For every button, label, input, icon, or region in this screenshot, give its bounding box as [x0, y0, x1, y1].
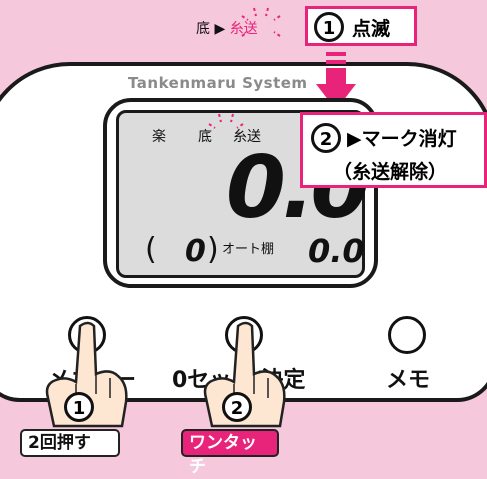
lcd-counter: 0 — [185, 234, 206, 269]
lcd-mode-bottom: 底 — [198, 129, 212, 145]
top-indicator: 底 ▶ 糸送 — [196, 18, 258, 38]
lcd-shelf-value: 0.0 — [308, 232, 365, 270]
lcd-paren-open: ( — [145, 232, 157, 267]
lcd-mode-linefeed: 糸送 — [233, 129, 261, 145]
mark-off-text: ▶マーク消灯 — [347, 128, 457, 150]
arrow-icon: ▶ — [214, 21, 226, 37]
memo-button-label: メモ — [386, 368, 431, 393]
step2-callout: 2 ▶マーク消灯 （糸送解除） — [300, 112, 487, 188]
step2-number: 2 — [311, 123, 341, 153]
lcd-paren-close: ) — [207, 232, 219, 267]
one-touch-tag: ワンタッチ — [181, 429, 279, 477]
lcd-mode-easy: 楽 — [152, 129, 166, 145]
step1-callout: 1 点滅 — [305, 6, 417, 46]
memo-button[interactable] — [388, 316, 426, 354]
press-twice-tag: 2回押す — [20, 429, 120, 457]
bottom-label: 底 — [196, 21, 210, 37]
step1-number: 1 — [314, 12, 344, 42]
blink-text: 点滅 — [352, 18, 391, 40]
lcd-auto-shelf-label: オート棚 — [222, 242, 275, 257]
line-feed-label: 糸送 — [229, 21, 258, 37]
finger2-number: 2 — [222, 392, 252, 422]
brand-label: Tankenmaru System — [128, 74, 308, 92]
lcd-screen — [116, 110, 365, 278]
lcd-blink-rays-icon — [208, 113, 244, 129]
blink-rays-icon — [241, 7, 281, 37]
down-arrow-icon — [316, 52, 356, 110]
linefeed-release-text: （糸送解除） — [333, 161, 448, 183]
finger1-number: 1 — [64, 392, 94, 422]
